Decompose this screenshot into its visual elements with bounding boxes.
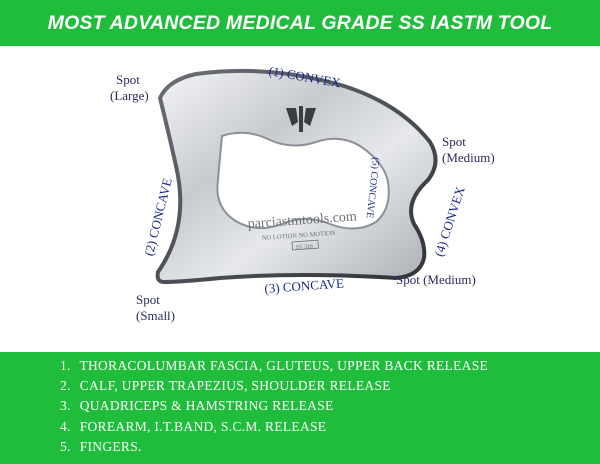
tool-image: parciastmtools.com NO LOTION NO MOTION S… xyxy=(155,68,438,284)
use-item: 5. FINGERS. xyxy=(60,437,488,457)
uses-list: 1. THORACOLUMBAR FASCIA, GLUTEUS, UPPER … xyxy=(60,356,488,457)
use-item: 3. QUADRICEPS & HAMSTRING RELEASE xyxy=(60,396,488,416)
top-banner xyxy=(0,0,600,46)
spot-small-label: Spot (Small) xyxy=(136,292,175,324)
use-item: 1. THORACOLUMBAR FASCIA, GLUTEUS, UPPER … xyxy=(60,356,488,376)
use-item: 4. FOREARM, I.T.BAND, S.C.M. RELEASE xyxy=(60,417,488,437)
spot-large-line1: Spot xyxy=(116,72,140,87)
use-number: 1. xyxy=(60,358,71,373)
use-text: FOREARM, I.T.BAND, S.C.M. RELEASE xyxy=(79,418,327,434)
use-text: FINGERS. xyxy=(79,438,142,454)
spot-medium-top-line2: (Medium) xyxy=(442,150,495,165)
use-text: THORACOLUMBAR FASCIA, GLUTEUS, UPPER BAC… xyxy=(79,358,489,373)
tool-code-box xyxy=(291,239,319,251)
use-number: 5. xyxy=(60,438,71,454)
spot-small-line1: Spot xyxy=(136,292,160,307)
spot-large-label: Spot (Large) xyxy=(110,72,149,104)
spot-large-line2: (Large) xyxy=(110,88,149,103)
use-text: CALF, UPPER TRAPEZIUS, SHOULDER RELEASE xyxy=(79,378,391,394)
use-text: QUADRICEPS & HAMSTRING RELEASE xyxy=(79,398,334,414)
spot-medium-top-line1: Spot xyxy=(442,134,466,149)
spot-medium-top-label: Spot (Medium) xyxy=(442,134,495,166)
uses-banner xyxy=(0,352,600,464)
use-number: 2. xyxy=(60,378,71,394)
page-title: MOST ADVANCED MEDICAL GRADE SS IASTM TOO… xyxy=(47,12,553,34)
use-item: 2. CALF, UPPER TRAPEZIUS, SHOULDER RELEA… xyxy=(60,376,488,396)
spot-medium-bottom-label: Spot (Medium) xyxy=(396,272,476,287)
hands-logo-icon xyxy=(286,106,316,132)
tool-illustration: parciastmtools.com NO LOTION NO MOTION S… xyxy=(0,46,600,352)
tool-cutout xyxy=(216,131,390,230)
use-number: 4. xyxy=(60,418,71,434)
tool-code: SS 316 xyxy=(296,244,314,251)
use-number: 3. xyxy=(60,398,71,414)
spot-small-line2: (Small) xyxy=(136,308,175,323)
